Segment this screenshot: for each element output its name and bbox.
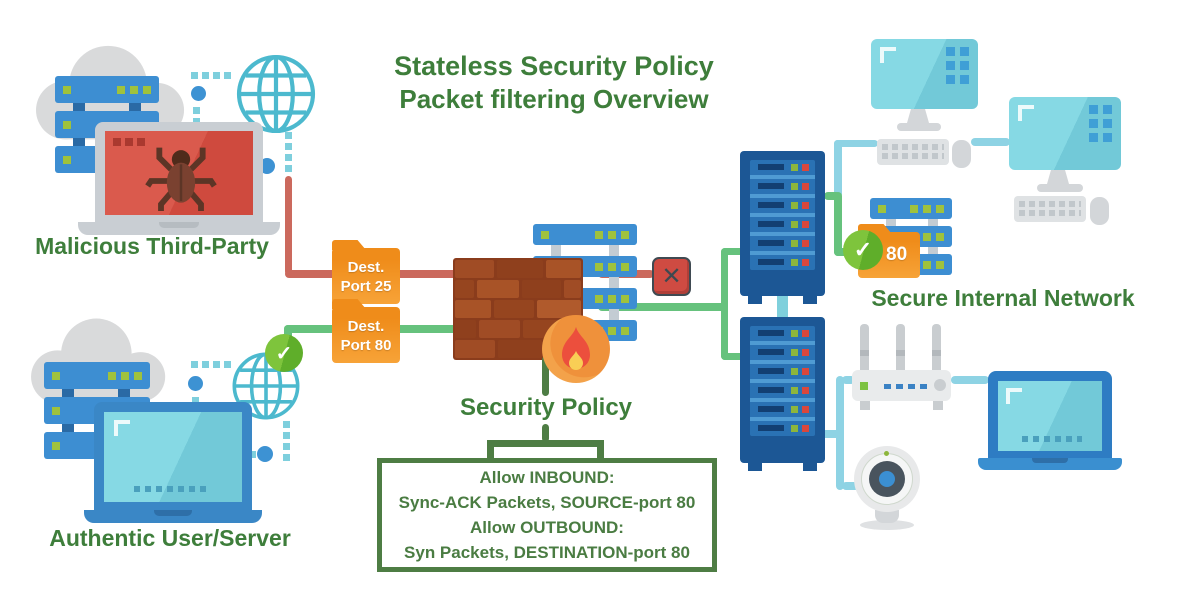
antenna-icon — [932, 324, 941, 374]
keyboard-icon — [877, 139, 949, 165]
dot-decoration — [191, 72, 231, 79]
passed-port-label: 80 — [886, 244, 908, 265]
network-line — [834, 140, 842, 198]
flame-icon — [542, 315, 610, 383]
deny-x-icon: ✕ — [652, 257, 691, 296]
policy-rule-line: Allow INBOUND: — [479, 468, 615, 487]
dot-decoration — [285, 132, 292, 172]
desktop-monitor-icon — [871, 39, 978, 109]
malware-screen — [105, 131, 253, 215]
router-led — [860, 382, 868, 390]
network-line — [818, 430, 840, 438]
dot-decoration — [257, 446, 273, 462]
malware-laptop-base — [78, 222, 280, 235]
bug-icon — [145, 147, 217, 211]
network-line — [842, 376, 855, 384]
dot-decoration — [191, 361, 231, 368]
policy-rule-line: Sync-ACK Packets, SOURCE-port 80 — [398, 493, 696, 512]
monitor-stand — [907, 109, 929, 123]
security-policy-label: Security Policy — [459, 394, 633, 421]
policy-rule-line: Allow OUTBOUND: — [470, 518, 624, 537]
policy-connector-line — [542, 424, 549, 442]
user-laptop-base — [84, 510, 262, 523]
laptop-screen — [104, 412, 242, 502]
allowed-connection-line — [824, 192, 840, 200]
antenna-icon — [860, 324, 869, 374]
keyboard-keys — [877, 139, 949, 165]
mouse-icon — [1090, 197, 1109, 225]
packet-port80-line2: Port 80 — [340, 337, 392, 354]
dot-decoration — [191, 86, 206, 101]
keyboard-icon — [1014, 196, 1086, 222]
dot-decoration — [259, 158, 275, 174]
policy-bracket — [487, 440, 604, 459]
globe-icon — [236, 54, 316, 134]
laptop-base — [978, 458, 1122, 470]
desktop-monitor-icon — [1009, 97, 1121, 170]
allowed-connection-line — [834, 192, 842, 256]
title-line-2: Packet filtering Overview — [399, 84, 709, 114]
webcam-led — [884, 451, 889, 456]
router-leg — [933, 401, 943, 410]
packet-folder-port25: Dest. Port 25 — [332, 248, 400, 304]
laptop-screen — [998, 381, 1102, 451]
keyboard-keys — [1014, 196, 1086, 222]
policy-connector-line — [542, 356, 549, 396]
network-line — [951, 376, 989, 384]
allowed-connection-line — [598, 303, 728, 311]
monitor-base — [1037, 184, 1083, 192]
server-tower-icon — [740, 151, 825, 304]
webcam-stand — [875, 510, 899, 523]
packet-port80-line1: Dest. — [347, 318, 385, 335]
tower-link-line — [777, 296, 788, 318]
network-line — [836, 376, 844, 490]
authentic-label: Authentic User/Server — [49, 525, 291, 551]
user-laptop-icon — [94, 402, 252, 510]
packet-folder-port80: Dest. Port 80 — [332, 307, 400, 363]
page-title: Stateless Security Policy Packet filteri… — [336, 50, 772, 116]
server-tower-icon — [740, 317, 825, 471]
router-icon — [852, 370, 951, 401]
network-line — [834, 140, 878, 147]
policy-rules-box: Allow INBOUND: Sync-ACK Packets, SOURCE-… — [377, 458, 717, 572]
packet-port25-line1: Dest. — [347, 259, 385, 276]
webcam-base — [860, 520, 914, 530]
router-button — [934, 379, 946, 391]
packet-port25-line2: Port 25 — [340, 278, 392, 295]
secure-network-label: Secure Internal Network — [871, 285, 1135, 311]
monitor-base — [897, 123, 941, 131]
network-line — [971, 138, 1010, 146]
dot-decoration — [193, 107, 200, 125]
malware-laptop-icon — [95, 122, 263, 222]
network-line — [842, 482, 859, 490]
check-icon: ✓ — [843, 230, 883, 270]
dot-decoration — [283, 421, 290, 461]
router-ports — [884, 384, 927, 389]
dot-decoration — [188, 376, 203, 391]
check-icon: ✓ — [265, 334, 303, 372]
policy-rule-line: Syn Packets, DESTINATION-port 80 — [404, 543, 690, 562]
router-leg — [860, 401, 870, 410]
blocked-connection-line — [285, 176, 292, 275]
screen-dots — [113, 138, 145, 146]
malicious-label: Malicious Third-Party — [35, 233, 269, 259]
monitor-stand — [1047, 170, 1069, 184]
webcam-icon — [854, 446, 920, 512]
antenna-icon — [896, 324, 905, 374]
title-line-1: Stateless Security Policy — [394, 51, 714, 81]
mouse-icon — [952, 140, 971, 168]
laptop-icon — [988, 371, 1112, 458]
